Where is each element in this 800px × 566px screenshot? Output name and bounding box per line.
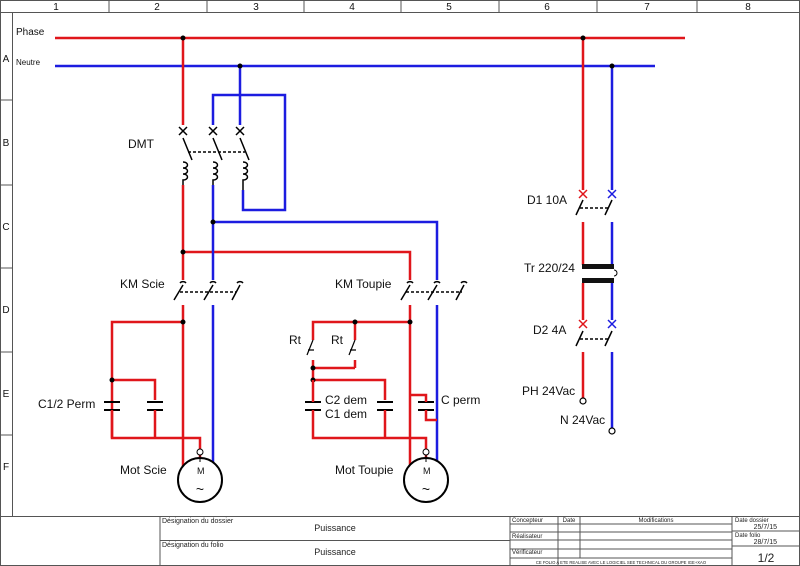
footer-note: CE FOLIO A ETE REALISE AVEC LE LOGICIEL …: [536, 560, 707, 565]
designation-dossier-label: Désignation du dossier: [162, 518, 234, 525]
d2-breaker: [575, 319, 617, 347]
dmt-breaker: [178, 126, 250, 190]
km-scie-contactor: [173, 280, 244, 301]
c-perm-label: C perm: [441, 393, 480, 407]
mot-scie-label: Mot Scie: [120, 463, 167, 477]
transformer: [582, 264, 618, 283]
realisateur-label: Réalisateur: [512, 534, 542, 540]
n24-terminal: [608, 427, 616, 435]
km-toupie-contactor: [400, 280, 468, 301]
km-toupie-label: KM Toupie: [335, 277, 392, 291]
designation-folio-label: Désignation du folio: [162, 542, 224, 549]
n24-label: N 24Vac: [560, 413, 605, 427]
ph24-label: PH 24Vac: [522, 384, 575, 398]
c2-dem-label: C2 dem: [325, 393, 367, 407]
grid-row-a: A: [3, 54, 10, 65]
grid-col-6: 6: [544, 2, 550, 13]
neutral-wiring: [211, 66, 614, 470]
designation-dossier-value: Puissance: [314, 523, 356, 533]
grid-col-1: 1: [53, 2, 59, 13]
km-scie-label: KM Scie: [120, 277, 165, 291]
grid-row-d: D: [2, 305, 9, 316]
folio-number: 1/2: [758, 551, 775, 565]
grid-col-8: 8: [745, 2, 751, 13]
mot-scie-m: M: [197, 466, 205, 476]
date-folio-label: Date folio: [735, 533, 761, 539]
neutral-label: Neutre: [16, 58, 41, 67]
date-dossier-label: Date dossier: [735, 518, 769, 524]
date-column-header: Date: [563, 518, 576, 524]
grid-col-7: 7: [644, 2, 650, 13]
tr-label: Tr 220/24: [524, 261, 575, 275]
verificateur-label: Vérificateur: [512, 550, 542, 556]
grid-col-4: 4: [349, 2, 355, 13]
date-dossier-value: 25/7/15: [754, 524, 777, 531]
grid-row-c: C: [2, 222, 9, 233]
grid-row-b: B: [3, 138, 10, 149]
title-block: [159, 516, 800, 566]
mot-scie-ac-symbol: ~: [196, 481, 204, 497]
capacitors: [104, 401, 434, 411]
designation-folio-value: Puissance: [314, 547, 356, 557]
mot-toupie-label: Mot Toupie: [335, 463, 394, 477]
mot-toupie-m: M: [423, 466, 431, 476]
mot-toupie-motor: [403, 448, 449, 503]
grid-row-e: E: [3, 389, 10, 400]
rt-relays: [306, 339, 356, 356]
d2-label: D2 4A: [533, 323, 566, 337]
d1-label: D1 10A: [527, 193, 567, 207]
grid-row-f: F: [3, 462, 9, 473]
rt2-label: Rt: [331, 333, 344, 347]
rt1-label: Rt: [289, 333, 302, 347]
grid-col-3: 3: [253, 2, 259, 13]
mot-toupie-ac-symbol: ~: [422, 481, 430, 497]
dmt-label: DMT: [128, 137, 155, 151]
c-half-perm-label: C1/2 Perm: [38, 397, 95, 411]
c1-dem-label: C1 dem: [325, 407, 367, 421]
modifications-column-header: Modifications: [638, 518, 673, 524]
date-folio-value: 28/7/15: [754, 539, 777, 546]
concepteur-label: Concepteur: [512, 518, 543, 524]
junction-dots: [109, 35, 615, 383]
ph24-terminal: [579, 397, 587, 405]
grid-col-5: 5: [446, 2, 452, 13]
d1-breaker: [575, 189, 617, 216]
phase-label: Phase: [16, 27, 45, 38]
mot-scie-motor: [177, 448, 223, 503]
grid-col-2: 2: [154, 2, 160, 13]
